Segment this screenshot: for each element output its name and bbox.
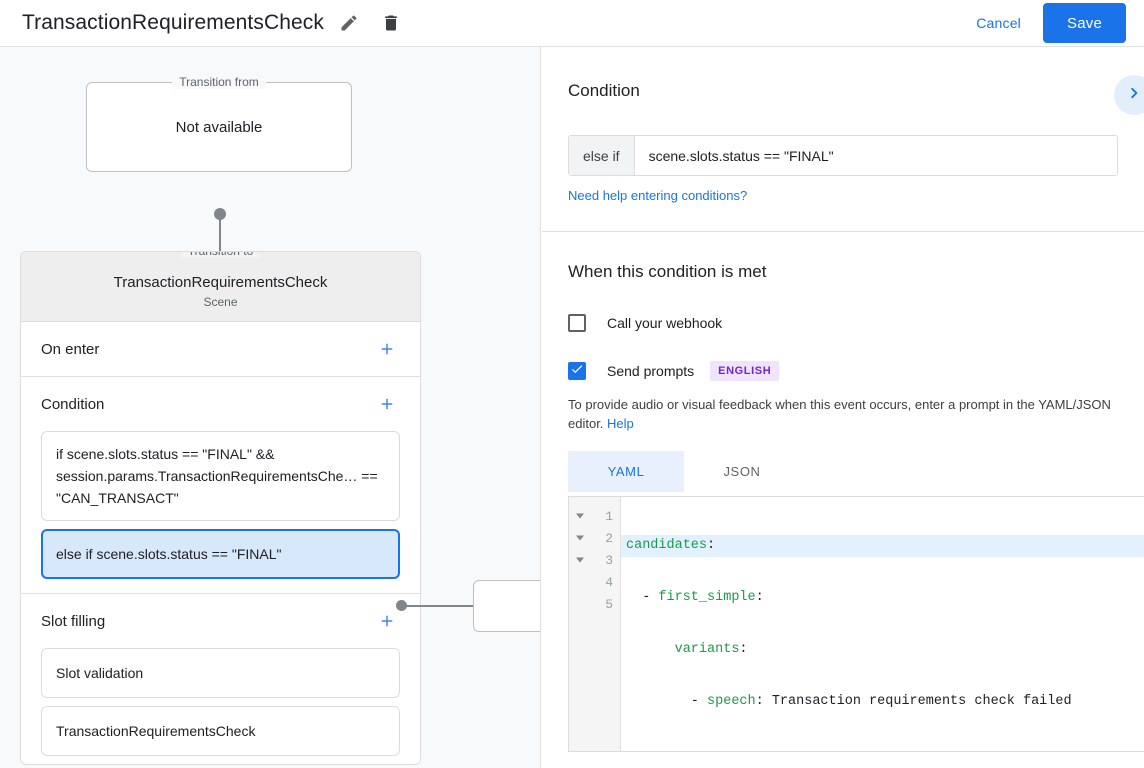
code-line: - first_simple: xyxy=(621,587,1144,609)
code-rest: : xyxy=(739,642,748,657)
code-key: variants xyxy=(674,642,740,657)
edge-source-dot-right xyxy=(396,600,407,611)
prompts-help-link[interactable]: Help xyxy=(607,416,634,431)
cancel-button[interactable]: Cancel xyxy=(964,7,1033,39)
prompts-helper-text: To provide audio or visual feedback when… xyxy=(568,395,1118,433)
condition-expression-input[interactable] xyxy=(634,136,1117,175)
code-indent: - xyxy=(626,590,659,605)
section-condition: Condition if scene.slots.status == "FINA… xyxy=(21,377,420,594)
code-key: candidates xyxy=(626,538,708,553)
webhook-checkbox-row[interactable]: Call your webhook xyxy=(568,314,1118,332)
yaml-code-editor[interactable]: 1 2 3 4 5 candidates: - first_simple: va… xyxy=(568,496,1144,752)
gutter-line: 3 xyxy=(569,549,620,571)
transition-from-value: Not available xyxy=(175,118,263,136)
code-line: candidates: xyxy=(621,535,1144,557)
scene-graph-canvas[interactable]: Transition from Not available Transition… xyxy=(0,47,541,768)
editor-gutter: 1 2 3 4 5 xyxy=(569,497,621,751)
line-number: 1 xyxy=(605,508,613,524)
scene-name: TransactionRequirementsCheck xyxy=(113,274,328,291)
section-title-condition: Condition xyxy=(41,395,105,413)
edge-line-vertical xyxy=(219,211,221,261)
call-webhook-label: Call your webhook xyxy=(607,315,723,331)
fold-triangle-icon[interactable] xyxy=(576,557,584,563)
edit-name-button[interactable] xyxy=(332,6,366,40)
delete-button[interactable] xyxy=(374,6,408,40)
line-number: 2 xyxy=(605,530,613,546)
panel-divider xyxy=(542,231,1144,232)
code-rest: : Transaction requirements check failed xyxy=(755,694,1072,709)
plus-icon xyxy=(378,612,396,630)
plus-icon xyxy=(378,395,396,413)
pencil-icon xyxy=(339,13,359,33)
section-header-slot-filling: Slot filling xyxy=(41,594,400,648)
transition-to-scene-card[interactable]: Transition to TransactionRequirementsChe… xyxy=(20,251,421,765)
transition-from-legend: Transition from xyxy=(172,75,266,89)
check-icon xyxy=(570,362,584,381)
line-number: 3 xyxy=(605,552,613,568)
condition-help-link[interactable]: Need help entering conditions? xyxy=(568,188,748,203)
gutter-line: 4 xyxy=(569,571,620,593)
target-node-card[interactable] xyxy=(473,580,540,632)
language-badge: ENGLISH xyxy=(710,361,780,381)
section-header-on-enter: On enter xyxy=(41,322,400,376)
condition-list-item-selected[interactable]: else if scene.slots.status == "FINAL" xyxy=(41,529,400,579)
tab-json[interactable]: JSON xyxy=(723,464,761,479)
code-rest: : xyxy=(755,590,764,605)
code-indent xyxy=(626,642,675,657)
editor-format-tabs: YAML JSON xyxy=(568,451,1118,492)
code-line xyxy=(621,743,1144,751)
section-title-on-enter: On enter xyxy=(41,340,100,358)
add-condition-button[interactable] xyxy=(374,391,400,417)
section-on-enter: On enter xyxy=(21,322,420,377)
when-met-heading: When this condition is met xyxy=(568,262,767,281)
add-on-enter-button[interactable] xyxy=(374,336,400,362)
trash-icon xyxy=(381,13,401,33)
add-slot-filling-button[interactable] xyxy=(374,608,400,634)
send-prompts-label: Send prompts xyxy=(607,363,695,379)
code-line: variants: xyxy=(621,639,1144,661)
scene-type: Scene xyxy=(203,295,238,309)
panel-when-met-section: When this condition is met Call your web… xyxy=(542,232,1144,492)
code-indent: - xyxy=(626,694,708,709)
transition-from-node[interactable]: Transition from Not available xyxy=(86,75,352,172)
fold-triangle-icon[interactable] xyxy=(576,535,584,541)
editor-code-area[interactable]: candidates: - first_simple: variants: - … xyxy=(621,497,1144,751)
transition-to-legend: Transition to xyxy=(180,252,261,258)
save-button[interactable]: Save xyxy=(1043,3,1126,43)
page-title: TransactionRequirementsCheck xyxy=(22,11,324,34)
top-app-bar: TransactionRequirementsCheck Cancel Save xyxy=(0,0,1144,47)
expand-panel-button[interactable] xyxy=(1114,75,1144,115)
code-key: first_simple xyxy=(658,590,756,605)
send-prompts-checkbox-row[interactable]: Send prompts ENGLISH xyxy=(568,361,1118,381)
condition-list-item[interactable]: if scene.slots.status == "FINAL" && sess… xyxy=(41,431,400,521)
detail-panel: Condition else if Need help entering con… xyxy=(542,47,1144,768)
send-prompts-checkbox[interactable] xyxy=(568,362,586,380)
code-line: - speech: Transaction requirements check… xyxy=(621,691,1144,713)
section-slot-filling: Slot filling Slot validation Transaction… xyxy=(21,594,420,756)
edge-line-horizontal xyxy=(404,605,476,607)
call-webhook-checkbox[interactable] xyxy=(568,314,586,332)
gutter-line: 2 xyxy=(569,527,620,549)
line-number: 5 xyxy=(605,596,613,612)
slot-filling-item[interactable]: Slot validation xyxy=(41,648,400,698)
code-rest: : xyxy=(707,538,716,553)
chevron-right-icon xyxy=(1123,82,1144,109)
fold-triangle-icon[interactable] xyxy=(576,513,584,519)
gutter-line: 5 xyxy=(569,593,620,615)
condition-input-row[interactable]: else if xyxy=(568,135,1118,176)
prompts-helper-sentence: To provide audio or visual feedback when… xyxy=(568,397,1111,431)
section-header-condition: Condition xyxy=(41,377,400,431)
section-title-slot-filling: Slot filling xyxy=(41,612,106,630)
gutter-line: 1 xyxy=(569,505,620,527)
plus-icon xyxy=(378,340,396,358)
slot-filling-item[interactable]: TransactionRequirementsCheck xyxy=(41,706,400,756)
condition-prefix-label: else if xyxy=(569,136,635,175)
scene-card-header: Transition to TransactionRequirementsChe… xyxy=(21,252,420,322)
code-key: speech xyxy=(707,694,756,709)
condition-heading: Condition xyxy=(568,81,640,100)
line-number: 4 xyxy=(605,574,613,590)
panel-condition-section: Condition else if Need help entering con… xyxy=(542,47,1144,231)
tab-yaml[interactable]: YAML xyxy=(568,451,684,492)
